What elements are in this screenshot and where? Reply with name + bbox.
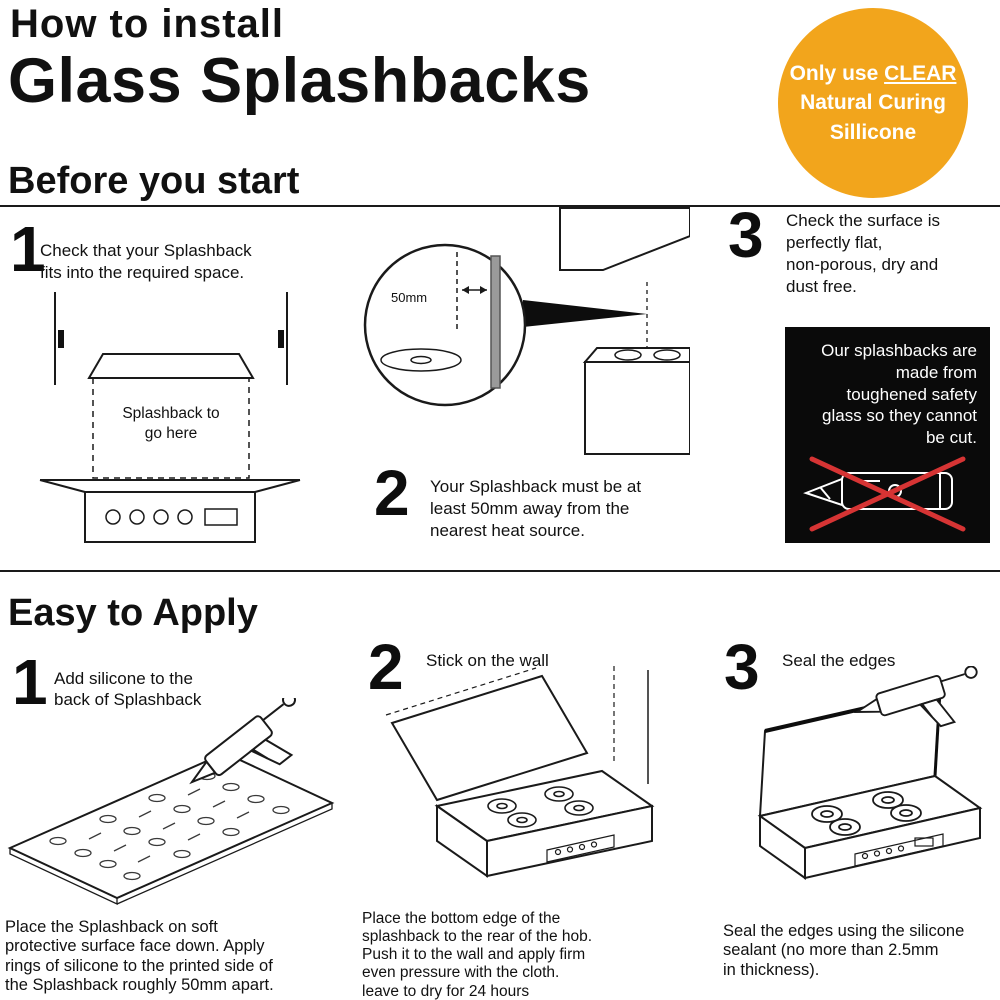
page-title-line1: How to install [10, 2, 284, 46]
before-step3-number: 3 [728, 199, 764, 271]
measure-label: 50mm [391, 290, 427, 305]
no-cutting-icon [803, 456, 966, 532]
hob-body [757, 774, 983, 880]
caulk-gun-icon [853, 666, 978, 728]
apply-step2-caption: Place the bottom edge of the splashback … [362, 910, 593, 1000]
diagram-fit-check [39, 292, 301, 543]
hob-burners [811, 791, 922, 836]
hob-control-panel [546, 834, 615, 863]
splashback-outline [92, 377, 250, 479]
extractor-hood [559, 207, 690, 271]
badge-highlight: CLEAR [884, 61, 957, 85]
left-bracket [58, 330, 64, 348]
badge-line1: Only use CLEAR [790, 59, 957, 88]
right-bracket [278, 330, 284, 348]
silicone-badge: Only use CLEAR Natural Curing Sillicone [778, 8, 968, 198]
divider-top [0, 205, 1000, 207]
magnifier-circle [363, 243, 527, 407]
splashback-edge [490, 255, 501, 389]
page-title-line2: Glass Splashbacks [8, 46, 591, 116]
apply-step1-caption: Place the Splashback on soft protective … [5, 918, 274, 995]
before-step1-number: 1 [10, 213, 46, 285]
cooker-hood [87, 353, 255, 379]
red-cross-icon [809, 456, 966, 532]
diagram-seal-edges [757, 666, 983, 880]
diagram-stick-on-wall [385, 666, 655, 878]
apply-step2-number: 2 [368, 631, 404, 703]
hob-control-panel [854, 833, 944, 867]
before-step2-text: Your Splashback must be at least 50mm aw… [430, 477, 642, 541]
apply-heading: Easy to Apply [8, 592, 258, 634]
caulk-gun-icon [189, 698, 296, 785]
before-step2-number: 2 [374, 457, 410, 529]
apply-step3-number: 3 [724, 631, 760, 703]
diagram-apply-silicone [7, 698, 335, 906]
badge-line3: Sillicone [829, 120, 917, 144]
splashback-tilted [390, 674, 589, 802]
hob-body [434, 769, 655, 878]
apply-step2-title: Stick on the wall [426, 651, 549, 670]
before-heading: Before you start [8, 160, 300, 202]
burner-ellipse [380, 348, 462, 372]
print-dashes [88, 788, 250, 863]
apply-step3-caption: Seal the edges using the silicone sealan… [723, 922, 965, 979]
hob-knobs [105, 508, 238, 526]
apply-step3-title: Seal the edges [782, 651, 896, 670]
hob-burners [487, 786, 594, 828]
stove-burners [614, 349, 681, 361]
warning-text: Our splashbacks are made from toughened … [821, 341, 977, 447]
stove-top [582, 347, 690, 363]
pointer-wedge [523, 300, 647, 327]
warning-box: Our splashbacks are made from toughened … [785, 327, 990, 543]
divider-middle [0, 570, 1000, 572]
apply-step1-title: Add silicone to the back of Splashback [54, 669, 202, 710]
before-step3-text: Check the surface is perfectly flat, non… [786, 211, 941, 297]
badge-line2: Natural Curing [800, 91, 946, 115]
hob-front [84, 491, 256, 543]
diagram1-label: Splashback to go here [122, 405, 220, 443]
badge-prefix: Only use [789, 61, 885, 85]
apply-step1-number: 1 [12, 646, 48, 718]
splashback-panel [7, 751, 335, 906]
diagram-heat-gap: 50mm [363, 207, 690, 455]
before-step1-text: Check that your Splashback fits into the… [40, 241, 252, 283]
stove-body [584, 361, 690, 455]
